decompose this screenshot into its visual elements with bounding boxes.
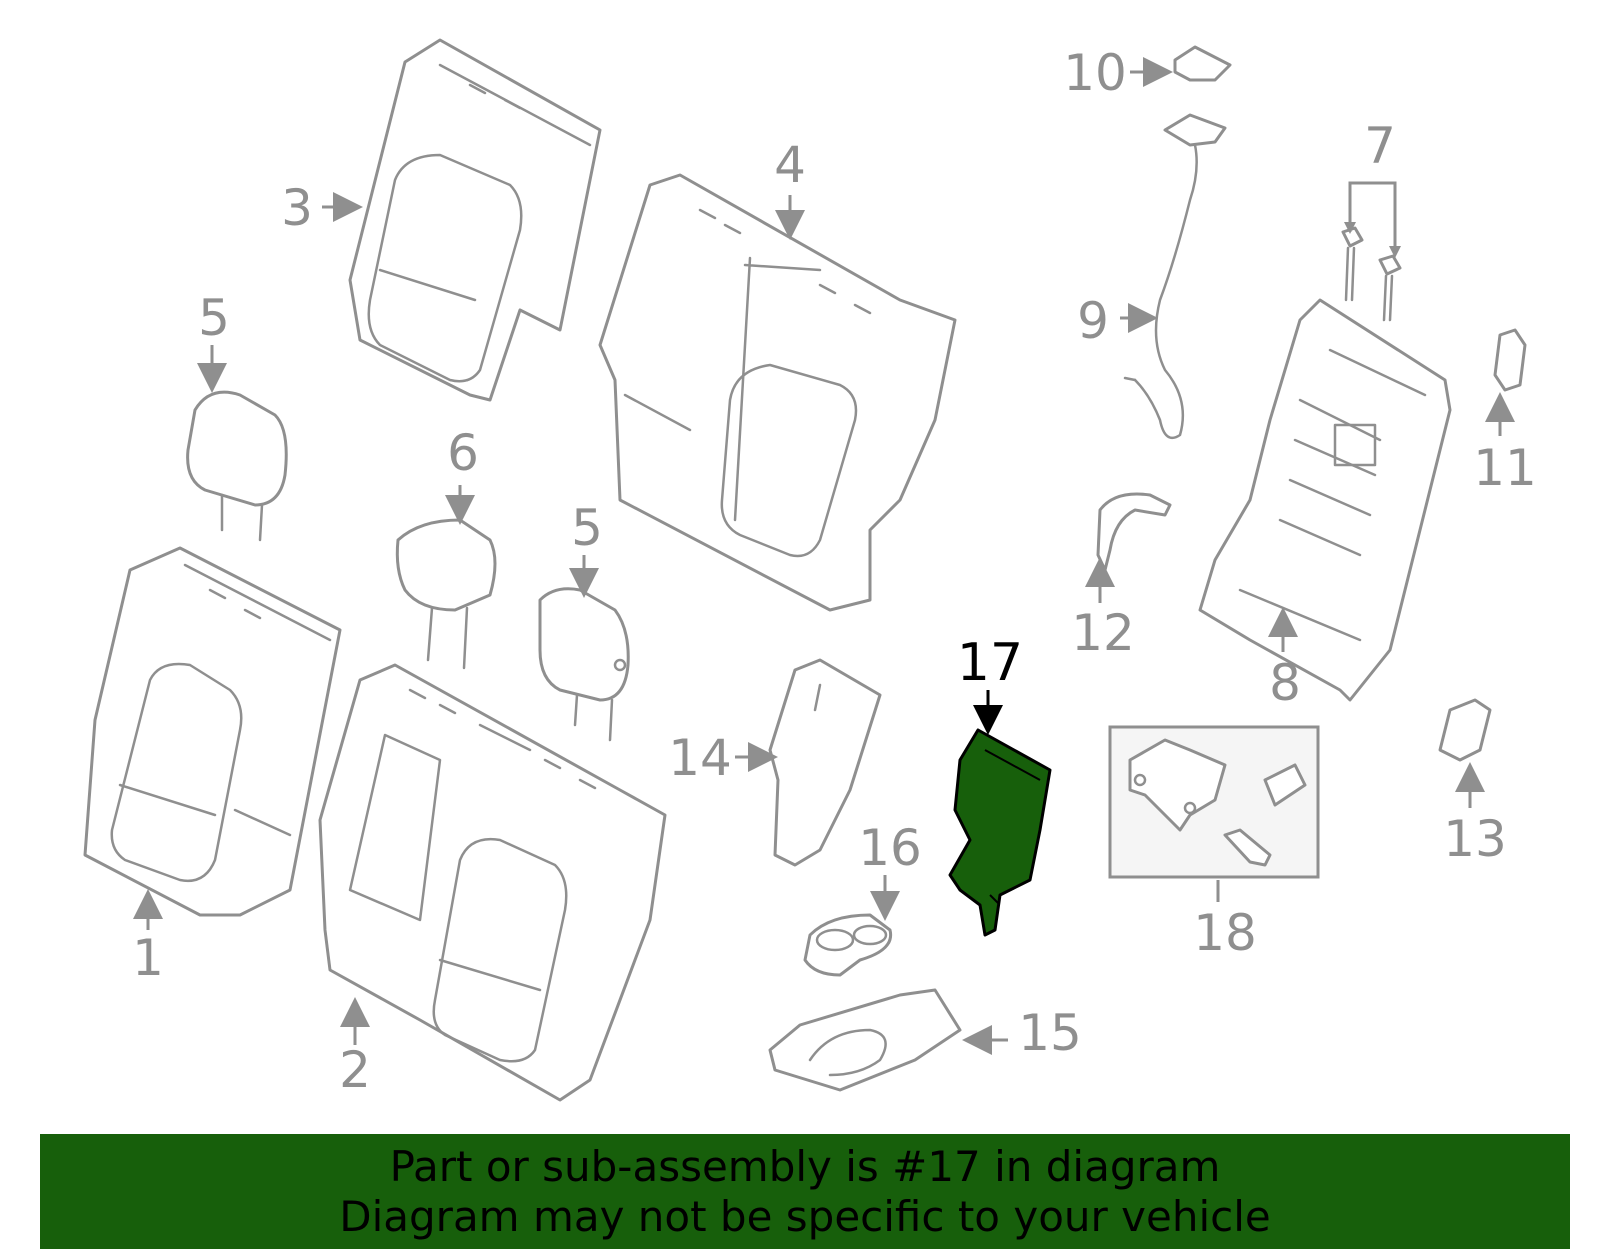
callout-1: 1: [132, 929, 164, 987]
callout-9: 9: [1077, 292, 1109, 350]
callout-3: 3: [281, 179, 313, 237]
callout-15: 15: [1018, 1004, 1082, 1062]
callout-8: 8: [1269, 654, 1301, 712]
part-6-headrest-center: [395, 518, 497, 670]
banner-line-1: Part or sub-assembly is #17 in diagram: [389, 1141, 1221, 1191]
callout-7: 7: [1364, 117, 1396, 175]
callout-5-left: 5: [198, 289, 230, 347]
part-9-release-cable: [1123, 113, 1227, 440]
callout-14: 14: [668, 729, 732, 787]
callout-13: 13: [1443, 810, 1507, 868]
callout-10: 10: [1063, 44, 1127, 102]
callout-5-right: 5: [571, 499, 603, 557]
callout-12: 12: [1071, 604, 1135, 662]
part-17-highlighted: [948, 728, 1052, 937]
callout-16: 16: [858, 819, 922, 877]
part-7-bolts: [1341, 226, 1402, 322]
callout-2: 2: [339, 1041, 371, 1099]
part-15-armrest-base: [768, 988, 962, 1092]
part-5-headrest-left: [186, 390, 288, 542]
part-8-seat-frame: [1198, 298, 1452, 702]
part-18-hardware-kit-inset: [1108, 725, 1320, 879]
part-13-bracket: [1438, 698, 1492, 762]
callout-18: 18: [1193, 904, 1257, 962]
callout-11: 11: [1473, 439, 1537, 497]
part-11-bracket: [1493, 328, 1527, 392]
part-1-seatback-left: [83, 546, 342, 917]
callouts: 1 2 3 4 5 6 5 7 8 9 10 11 12 13 14 15: [132, 44, 1537, 1099]
part-12-bracket: [1096, 492, 1172, 572]
callout-17-highlighted: 17: [957, 633, 1023, 693]
info-banner: Part or sub-assembly is #17 in diagram D…: [40, 1134, 1570, 1249]
part-3-seatback-frame-left: [348, 38, 602, 402]
callout-6: 6: [447, 424, 479, 482]
banner-line-2: Diagram may not be specific to your vehi…: [339, 1191, 1271, 1241]
part-10-clip: [1173, 45, 1232, 82]
part-2-seatback-center: [318, 663, 667, 1102]
callout-4: 4: [774, 136, 806, 194]
part-4-seatback-frame-center: [598, 173, 957, 612]
part-16-cup-holder: [803, 913, 893, 977]
part-5-headrest-right: [538, 587, 630, 742]
